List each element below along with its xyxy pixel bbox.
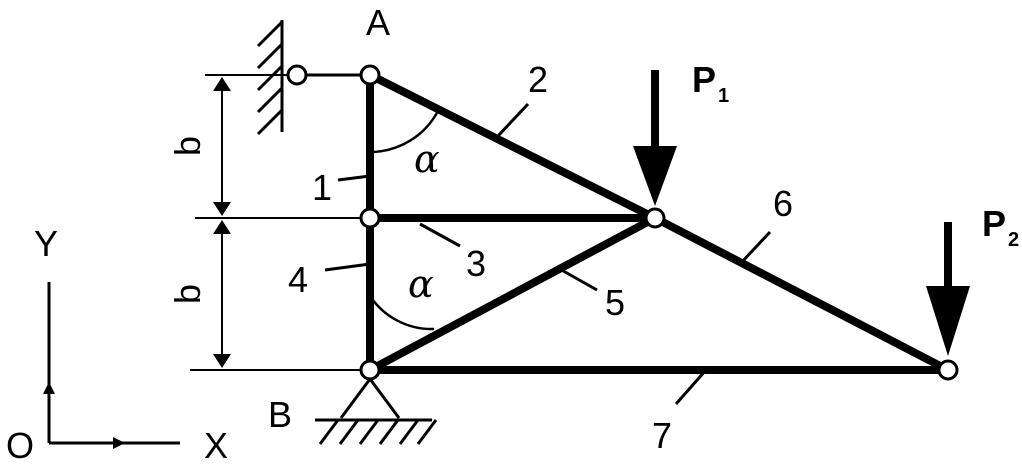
label-load-p1-letter: P (692, 59, 716, 100)
label-member-4: 4 (288, 259, 308, 300)
angle-arc-upper (369, 108, 441, 154)
label-member-2: 2 (528, 59, 548, 100)
load-p2-arrow (926, 222, 970, 356)
load-p1-arrow (633, 70, 677, 206)
label-load-p1-subscript: 1 (718, 85, 729, 107)
member-leaders (324, 102, 772, 405)
label-axis-origin: O (6, 425, 34, 466)
label-point-b: B (268, 394, 292, 435)
wall-support (256, 20, 284, 136)
joint-wall-pin (286, 64, 308, 86)
label-angle-upper: α (414, 137, 440, 181)
joint-b (359, 359, 381, 381)
angle-arc-lower (368, 295, 435, 331)
label-member-7: 7 (652, 415, 672, 456)
member-2 (366, 71, 659, 222)
joint-mid (359, 207, 381, 229)
joint-a (359, 64, 381, 86)
dimension-extension-lines (190, 74, 368, 371)
coordinate-axes (43, 282, 180, 449)
joint-load-1 (644, 207, 666, 229)
label-dimension-upper: b (167, 136, 208, 156)
truss-members (366, 71, 952, 374)
label-member-6: 6 (773, 183, 793, 224)
label-point-a: A (366, 2, 390, 43)
label-member-5: 5 (605, 282, 625, 323)
label-dimension-lower: b (167, 284, 208, 304)
label-load-p2-letter: P (982, 203, 1006, 244)
label-axis-x: X (204, 425, 228, 466)
label-axis-y: Y (34, 223, 58, 264)
pin-support-b (315, 378, 438, 445)
joints (286, 64, 959, 381)
joint-tip (937, 359, 959, 381)
label-member-1: 1 (312, 167, 332, 208)
member-5 (366, 214, 659, 374)
label-load-p2-subscript: 2 (1008, 229, 1019, 251)
label-angle-lower: α (408, 262, 434, 306)
member-6 (651, 214, 952, 374)
label-member-3: 3 (466, 243, 486, 284)
